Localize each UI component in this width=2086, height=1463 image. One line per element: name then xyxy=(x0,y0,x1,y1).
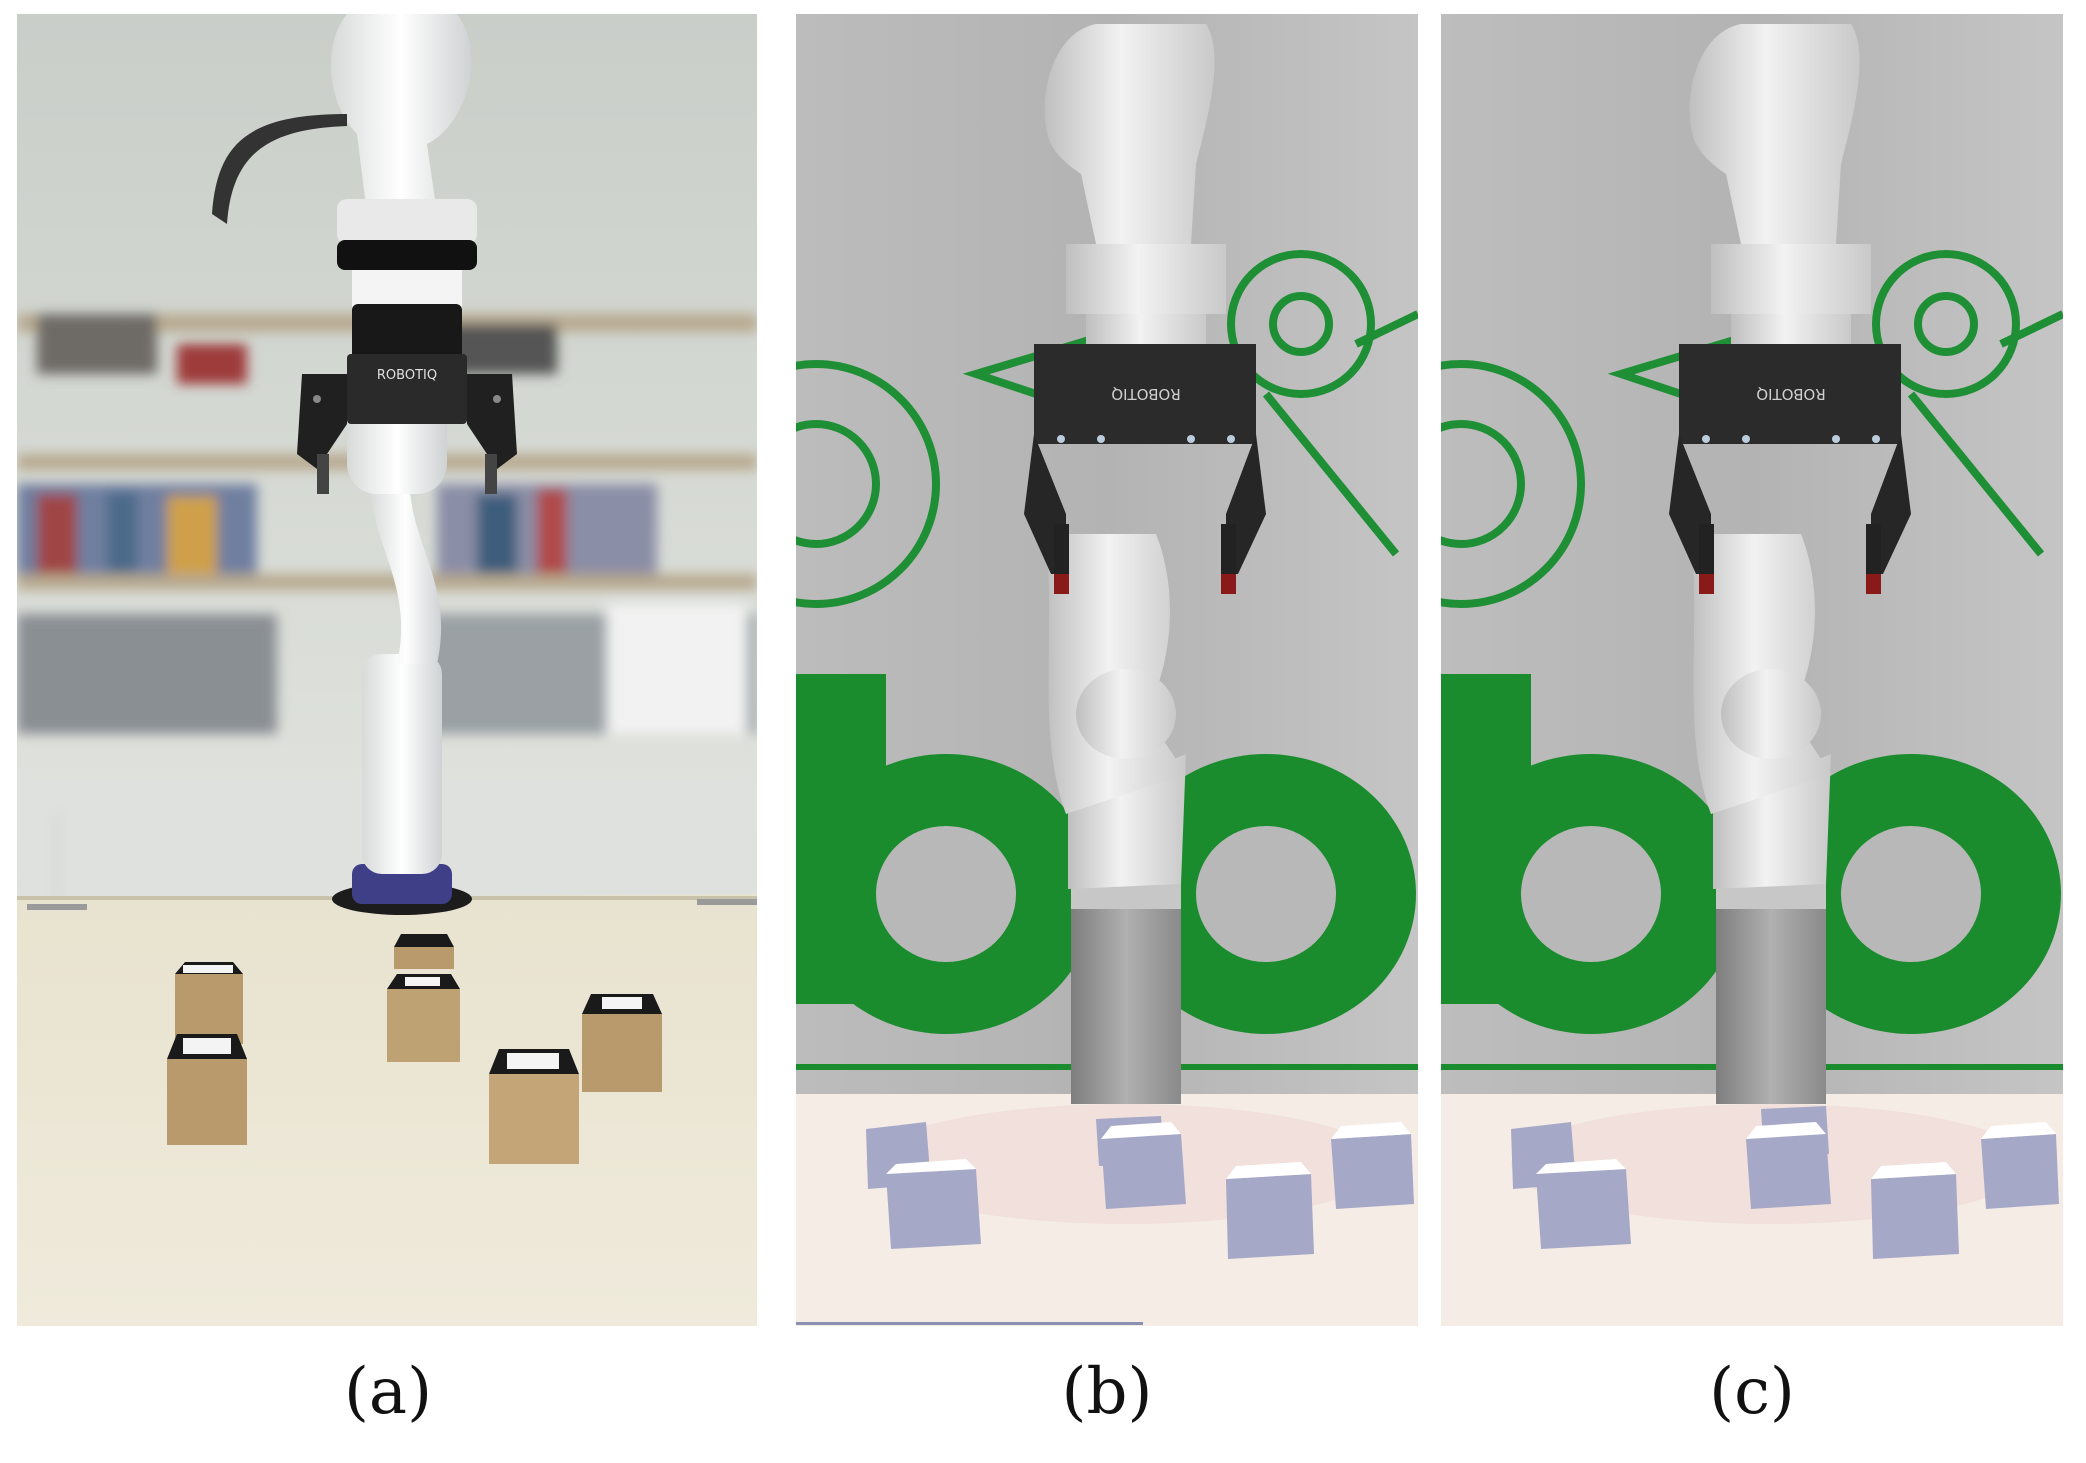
blurred-bookshelf xyxy=(17,314,757,914)
gripper-brand-label: ROBOTIQ xyxy=(1756,385,1825,403)
sim-wall-letters xyxy=(796,674,1416,1034)
real-robot-scene: ROBOTIQ xyxy=(17,14,757,1326)
sim-wall-letters xyxy=(1441,674,2061,1034)
wooden-cubes xyxy=(167,934,662,1164)
sim-panel-c: ROBOTIQ xyxy=(1441,14,2063,1326)
sim-scene-c: ROBOTIQ xyxy=(1441,14,2063,1326)
sim-gripper: ROBOTIQ xyxy=(1669,344,1911,594)
sim-cubes xyxy=(866,1116,1414,1259)
gripper-brand-label: ROBOTIQ xyxy=(377,368,437,383)
caption-a: (a) xyxy=(343,1355,433,1429)
sim-wall-logo xyxy=(1441,250,2063,608)
sim-panel-b: ROBOTIQ xyxy=(796,14,1418,1326)
gripper-brand-label: ROBOTIQ xyxy=(1111,385,1180,403)
table-surface xyxy=(17,894,757,1326)
caption-b: (b) xyxy=(1061,1355,1153,1429)
sim-scene-b: ROBOTIQ xyxy=(796,14,1418,1326)
sim-robot-arm xyxy=(1689,24,1871,1104)
gripper-real: ROBOTIQ xyxy=(297,354,517,494)
panel-b-bottom-rule xyxy=(796,1322,1143,1325)
photo-panel-real-robot: ROBOTIQ xyxy=(17,14,757,1326)
sim-gripper: ROBOTIQ xyxy=(1024,344,1266,594)
sim-robot-arm xyxy=(1044,24,1226,1104)
caption-c: (c) xyxy=(1709,1355,1795,1429)
sim-cubes xyxy=(1511,1106,2059,1259)
